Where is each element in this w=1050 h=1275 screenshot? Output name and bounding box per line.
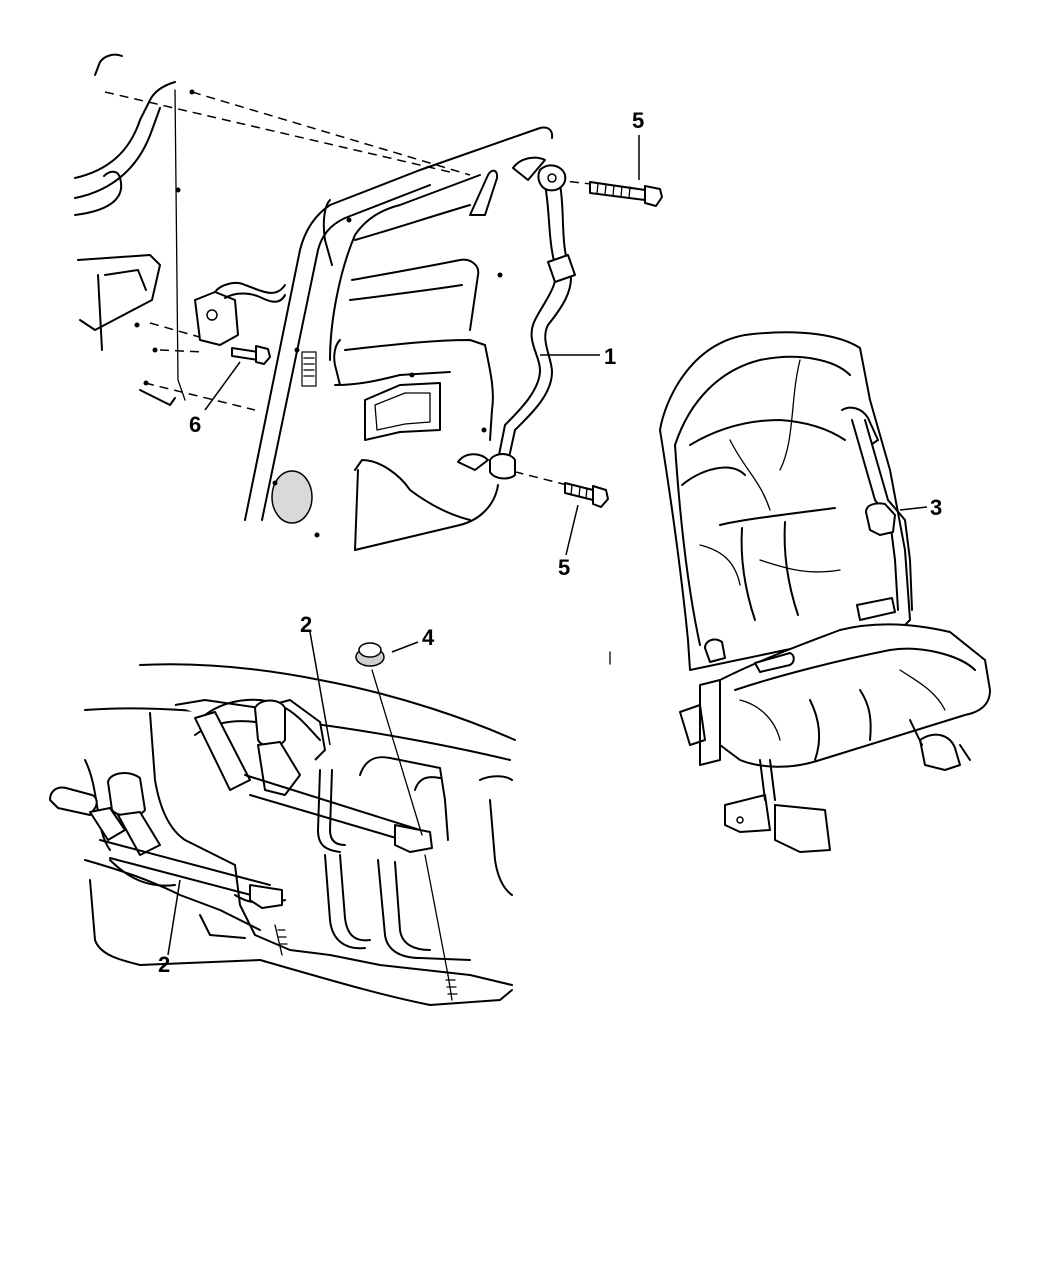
callout-5-top: 5 — [632, 108, 644, 133]
callout-leaders — [167, 135, 928, 956]
nut-icon — [355, 642, 385, 667]
floor-belts-illustration — [49, 642, 516, 1006]
callout-6: 6 — [189, 412, 201, 437]
callout-5-bottom: 5 — [558, 555, 570, 580]
seat-illustration — [659, 331, 991, 853]
callout-labels: 1 2 2 3 4 5 5 6 — [158, 108, 942, 977]
bolt-bottom-icon — [564, 482, 609, 508]
callout-1: 1 — [604, 344, 616, 369]
bolt-retractor-icon — [231, 345, 271, 365]
callout-4: 4 — [422, 625, 435, 650]
cab-panel-illustration — [74, 53, 663, 551]
bolt-top-icon — [589, 181, 663, 207]
callout-2-upper: 2 — [300, 612, 312, 637]
callout-2-lower: 2 — [158, 952, 170, 977]
callout-3: 3 — [930, 495, 942, 520]
